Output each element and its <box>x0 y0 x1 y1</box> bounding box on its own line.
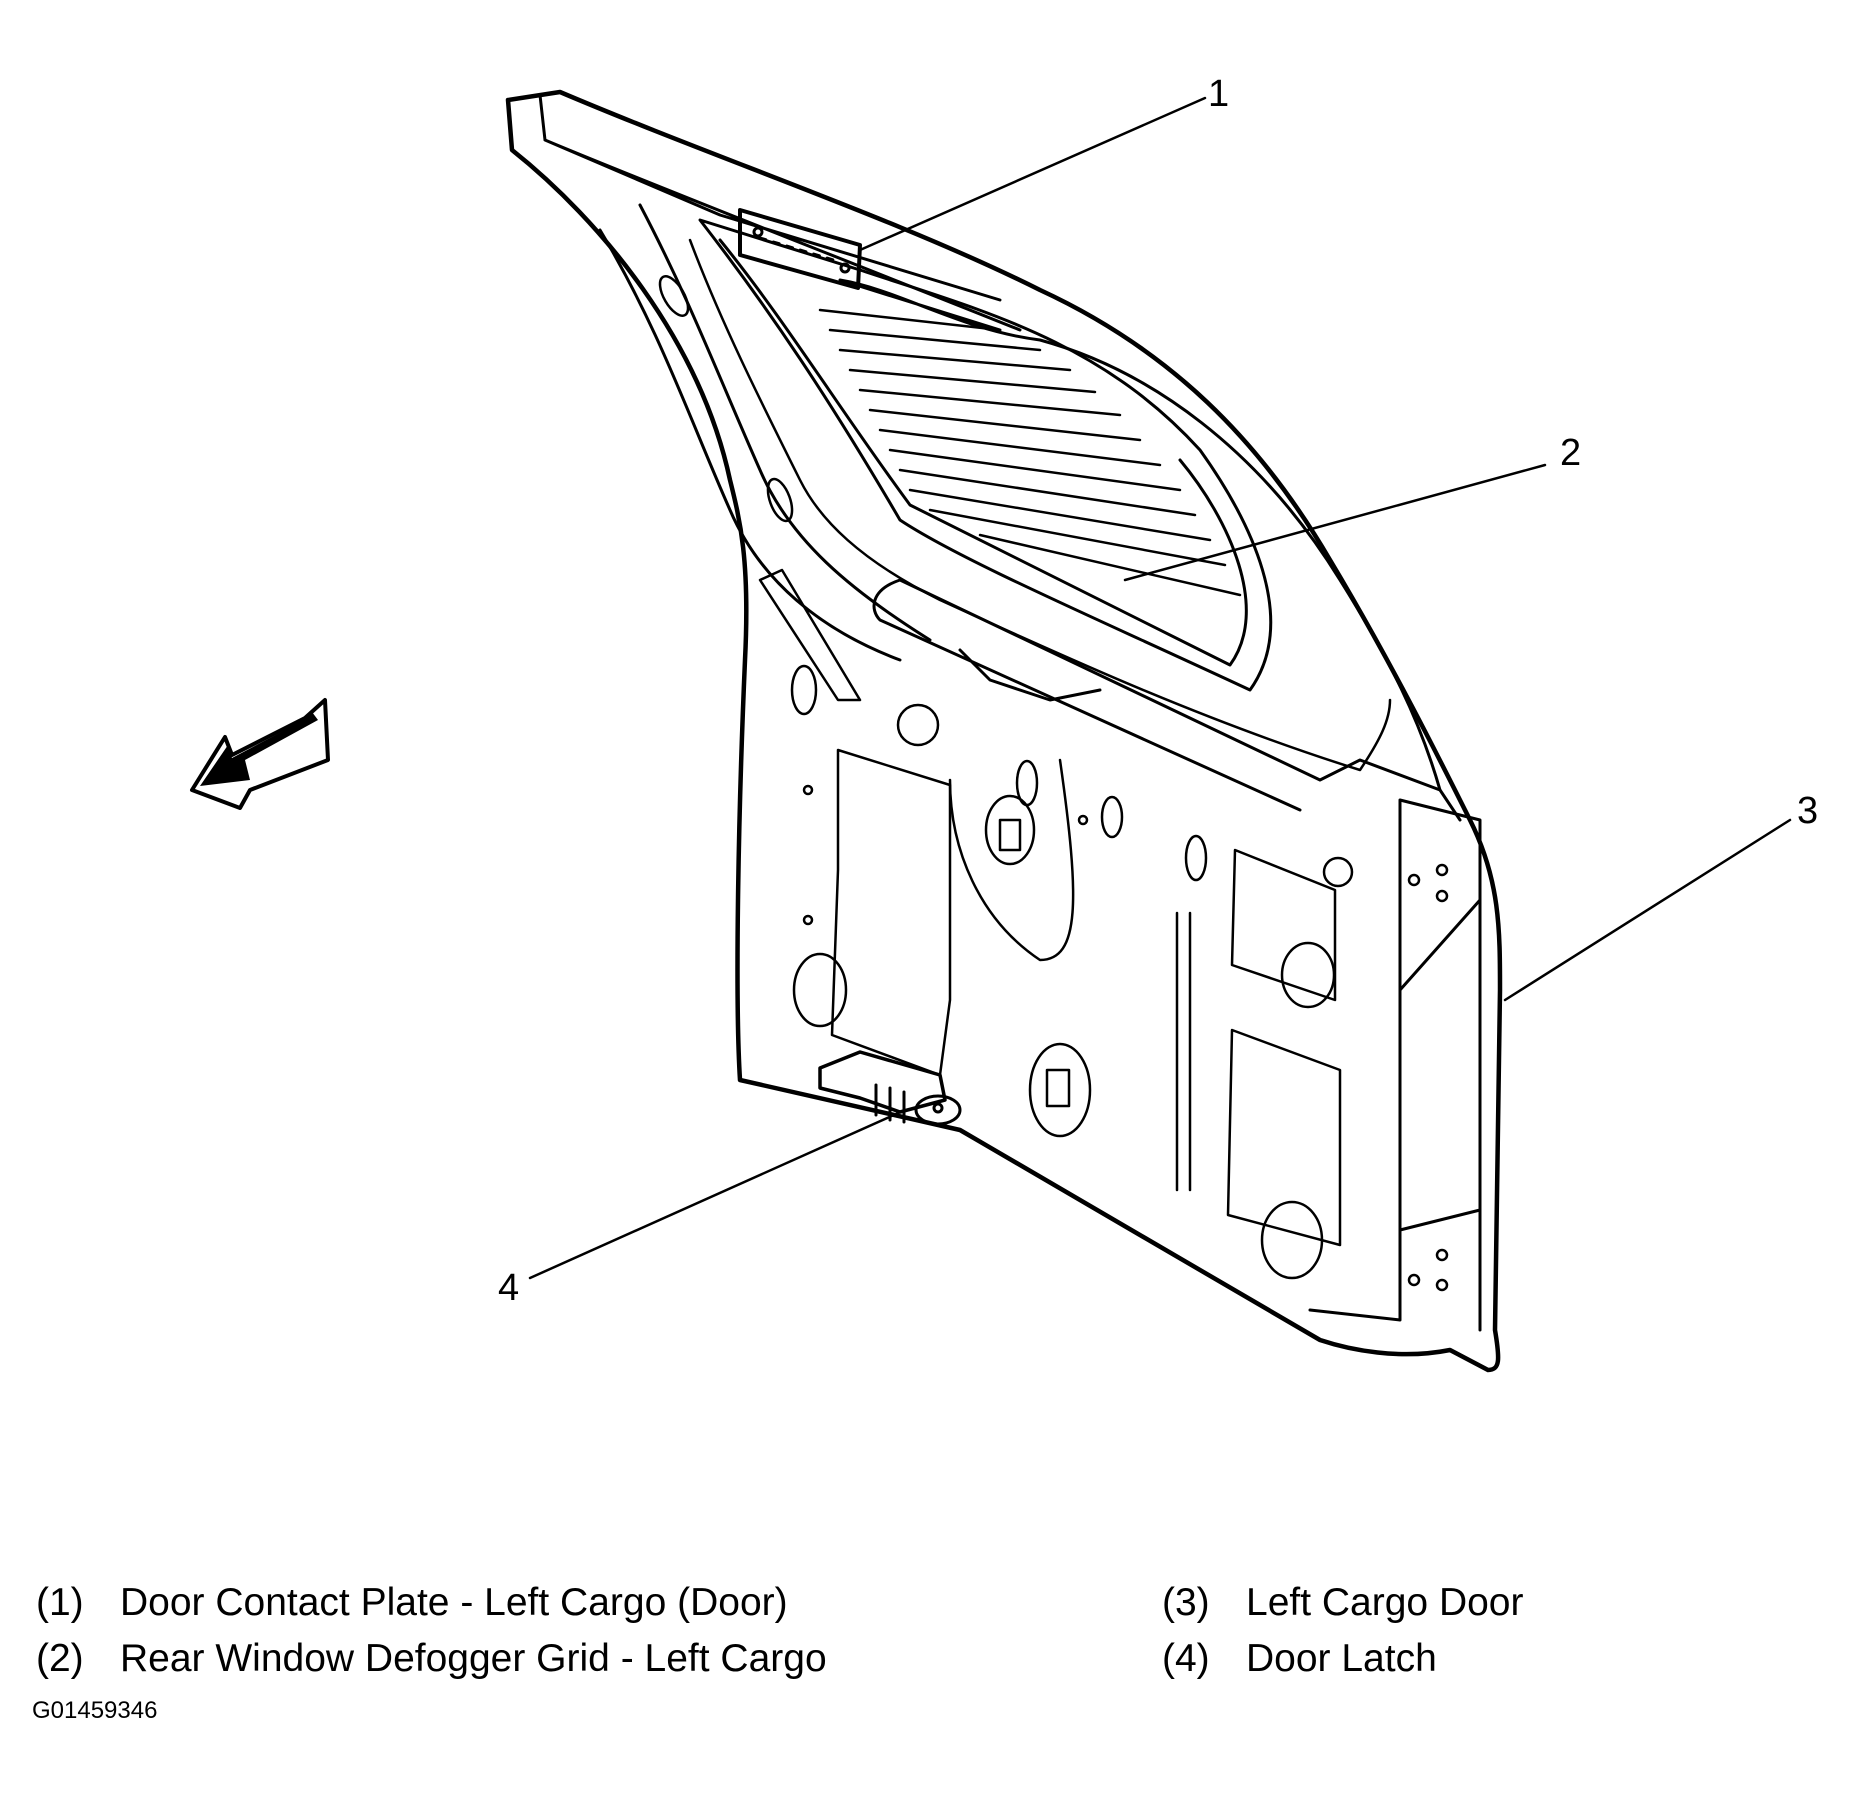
forward-direction-arrow <box>190 698 330 810</box>
window-outer-edge <box>838 278 1442 792</box>
legend-number: (2) <box>36 1637 84 1680</box>
legend-label: Door Contact Plate - Left Cargo (Door) <box>120 1581 788 1624</box>
legend-number: (1) <box>36 1581 84 1624</box>
figure-id: G01459346 <box>32 1697 158 1724</box>
right-edge-channel <box>1308 798 1482 1332</box>
panel-features <box>658 275 1449 1292</box>
lower-window-rail <box>872 578 1462 822</box>
legend-label: Door Latch <box>1246 1637 1437 1680</box>
wire-harness <box>688 238 1392 772</box>
legend-label: Rear Window Defogger Grid - Left Cargo <box>120 1637 827 1680</box>
legend-label: Left Cargo Door <box>1246 1581 1524 1624</box>
callout-4: 4 <box>498 1267 519 1309</box>
leader-lines <box>528 96 1792 1280</box>
door-latch <box>818 1050 962 1126</box>
callout-numbers: 1 2 3 4 <box>498 73 1818 1309</box>
callout-1: 1 <box>1208 73 1229 115</box>
callout-3: 3 <box>1797 790 1818 832</box>
door-outline <box>505 89 1503 1373</box>
legend-number: (4) <box>1162 1637 1210 1680</box>
arrow-shading <box>200 712 318 786</box>
window-frame-inner <box>718 238 1248 667</box>
door-contact-plate <box>738 208 862 290</box>
window-frame <box>698 218 1273 692</box>
callout-2: 2 <box>1560 432 1581 474</box>
defogger-grid <box>818 308 1242 597</box>
legend-number: (3) <box>1162 1581 1210 1624</box>
